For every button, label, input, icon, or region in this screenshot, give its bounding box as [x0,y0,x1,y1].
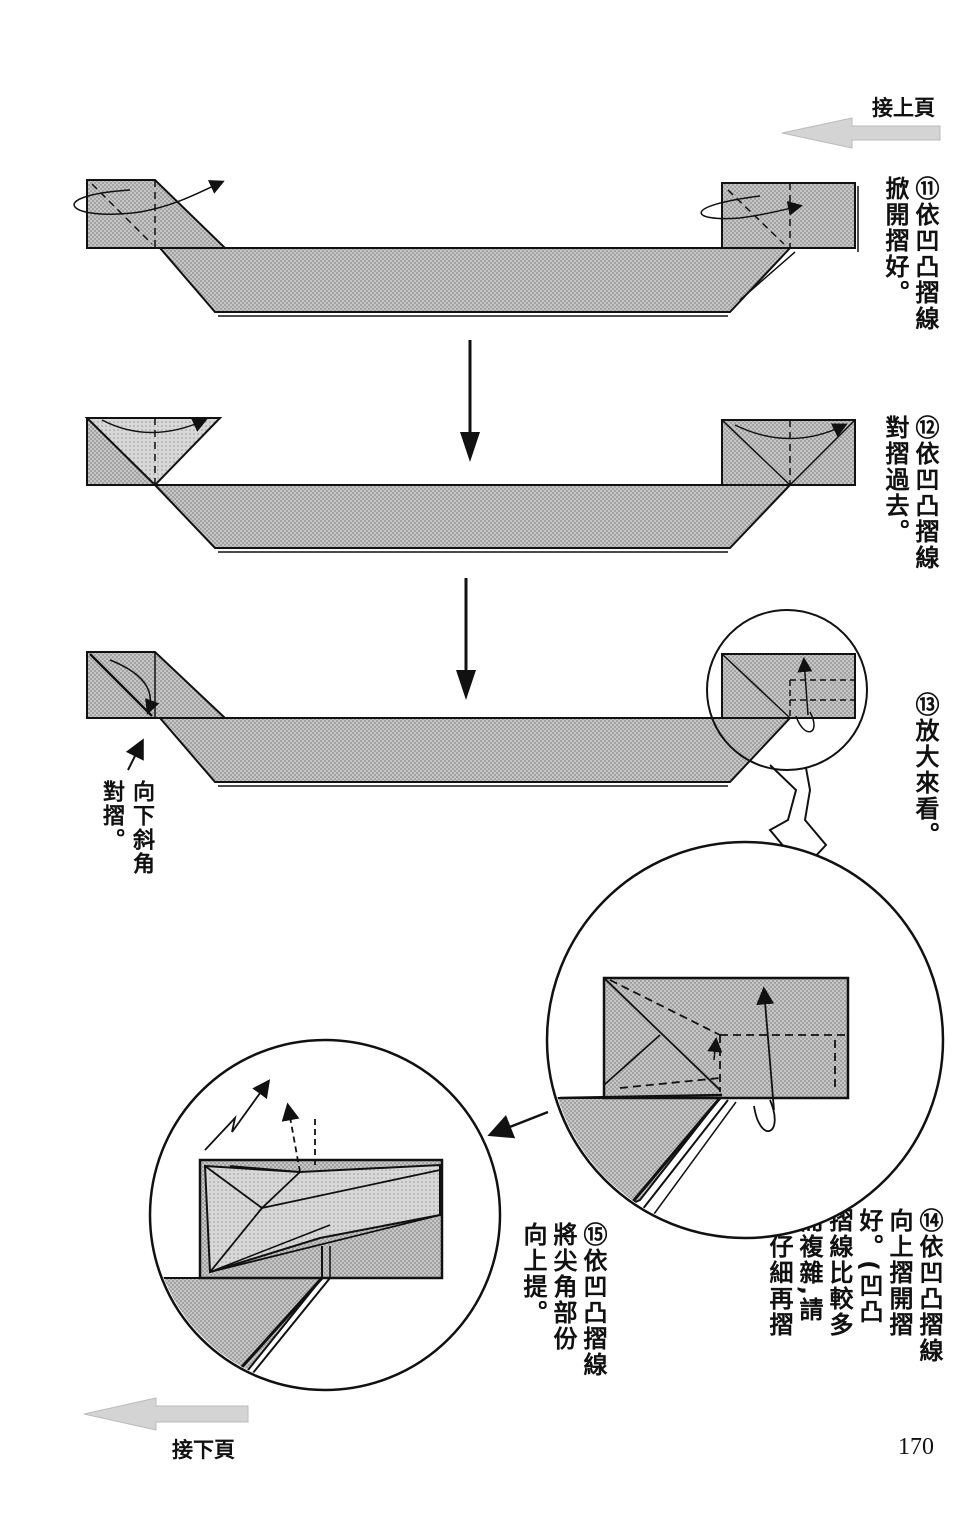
step-13-text: ⑬放大來看。 [910,692,940,872]
step-14-diagram [487,840,945,1240]
step-14-number: ⑭ [915,1208,943,1234]
step-11-number: ⑪ [911,176,939,202]
step-15-line-1: 依凹凸摺線 [579,1248,607,1378]
page-number: 170 [898,1434,934,1460]
zoom-circle-small [706,609,868,771]
step-12-diagram [84,417,856,553]
step-15-line-2: 將尖角部份 [549,1222,577,1352]
progress-arrow-1 [460,340,480,462]
step-12-number: ⑫ [911,415,939,441]
step-14-line-1: 依凹凸摺線 [915,1234,943,1364]
step-14-line-4: 摺線比較多 [825,1208,853,1338]
diagonal-fold-line-1: 向下斜角 [129,780,154,876]
step-15-number: ⑮ [579,1222,607,1248]
continue-from-label: 接上頁 [872,96,935,120]
step-13-body: 放大來看。 [911,718,939,848]
step-11-text: ⑪依凹凸摺線掀開摺好。 [880,176,940,346]
continue-from-arrow [781,117,941,149]
continue-to-label: 接下頁 [172,1438,235,1462]
step-15-line-3: 向上提。 [519,1222,547,1326]
diagonal-fold-note: 向下斜角對摺。 [86,780,156,890]
step-12-body: 依凹凸摺線對摺過去。 [881,415,939,571]
step-15-text: ⑮依凹凸摺線將尖角部份向上提。 [508,1222,608,1382]
step-11-body: 依凹凸摺線掀開摺好。 [881,176,939,332]
diagonal-fold-line-2: 對摺。 [99,780,124,852]
step-11-diagram [73,179,859,317]
step-13-diagram [86,651,856,787]
continue-to-arrow [83,1397,249,1431]
step-14-line-2: 向上摺開摺 [885,1208,913,1338]
step-13-number: ⑬ [911,692,939,718]
step-12-text: ⑫依凹凸摺線對摺過去。 [880,415,940,585]
step-14-line-3: 好。(凹凸 [855,1208,883,1325]
step-15-diagram [148,1038,502,1392]
progress-arrow-2 [456,578,476,700]
